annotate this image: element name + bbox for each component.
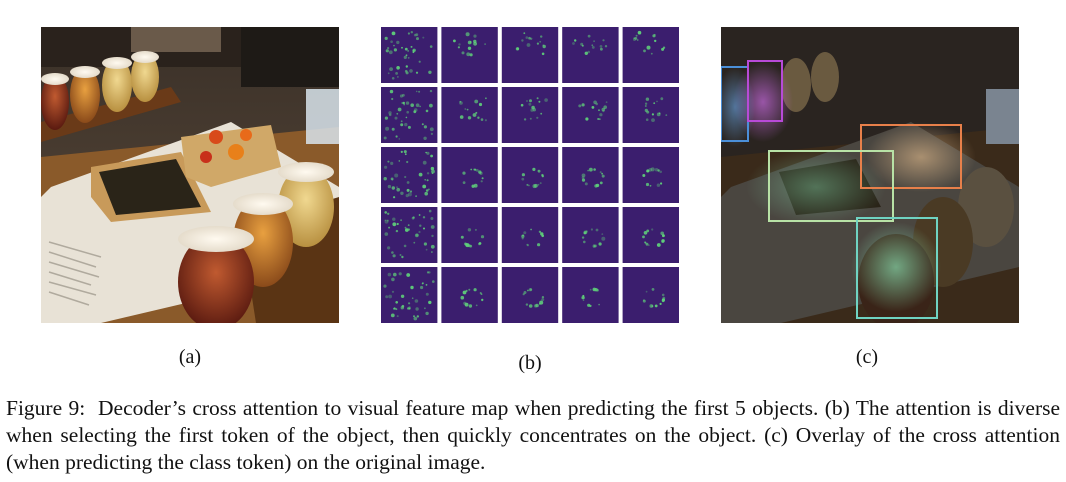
attention-map-grid: [381, 27, 679, 323]
attention-map-cell: [562, 87, 619, 143]
bbox-green: [768, 150, 894, 222]
attention-map-cell: [381, 87, 438, 143]
attention-map-cell: [441, 27, 498, 83]
attention-map-cell: [562, 27, 619, 83]
attention-map-cell: [441, 207, 498, 263]
food-photo-image: [41, 27, 339, 323]
attention-overlay-panel: [721, 27, 1019, 323]
attention-map-cell: [501, 147, 559, 203]
bbox-orange: [860, 124, 962, 189]
attention-map-cell: [562, 147, 619, 203]
attention-map-cell: [441, 147, 498, 203]
photo-panel: [41, 27, 339, 323]
attention-map-cell: [441, 87, 498, 143]
panel-label-c: (c): [855, 346, 879, 368]
attention-map-cell: [622, 87, 679, 143]
attention-map-cell: [381, 147, 438, 203]
panel-label-a: (a): [178, 346, 202, 368]
attention-map-cell: [501, 267, 559, 323]
bbox-purple: [747, 60, 783, 122]
bbox-teal: [856, 217, 938, 319]
attention-overlay-image: [721, 27, 1019, 323]
figure-caption-lead: Figure 9:: [6, 396, 86, 420]
attention-grid-panel: [381, 27, 679, 323]
attention-map-cell: [562, 207, 619, 263]
attention-map-cell: [622, 27, 679, 83]
attention-map-cell: [622, 267, 679, 323]
attention-map-cell: [381, 267, 438, 323]
panel-label-b: (b): [518, 352, 542, 374]
attention-map-cell: [501, 87, 559, 143]
attention-map-cell: [562, 267, 619, 323]
attention-map-cell: [441, 267, 498, 323]
attention-map-cell: [622, 147, 679, 203]
attention-map-cell: [501, 207, 559, 263]
figure-caption: Figure 9: Decoder’s cross attention to v…: [6, 395, 1060, 476]
attention-map-cell: [381, 27, 438, 83]
attention-map-cell: [381, 207, 438, 263]
attention-map-cell: [622, 207, 679, 263]
figure-caption-text: Decoder’s cross attention to visual feat…: [6, 396, 1066, 474]
attention-map-cell: [501, 27, 559, 83]
